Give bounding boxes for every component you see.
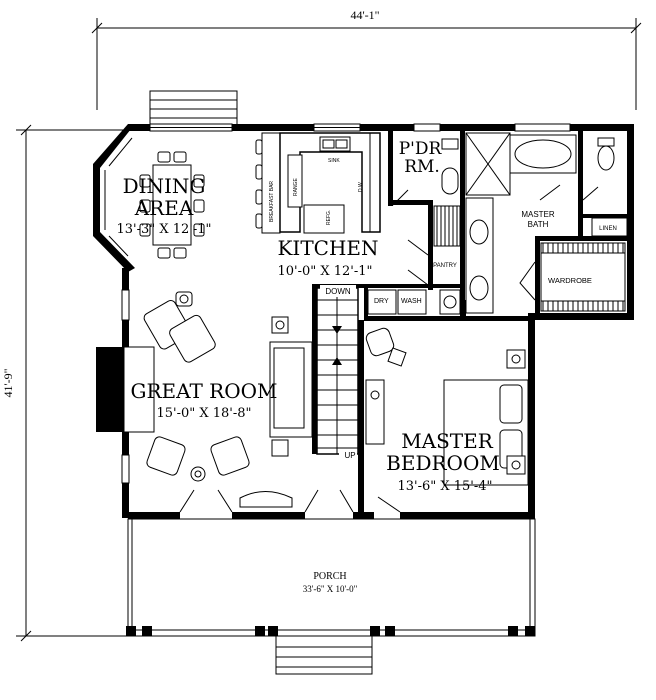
front-doors [179, 489, 401, 519]
powder-room-label-line1: P'DR [399, 139, 443, 159]
wardrobe-label: WARDROBE [548, 276, 592, 285]
interior-walls [312, 131, 627, 512]
great-room-furniture [96, 291, 313, 508]
master-bath-label-line1: MASTER [521, 210, 555, 219]
master-bedroom-furniture [365, 327, 529, 486]
refg-label: REFG. [326, 210, 332, 225]
staircase: DOWN UP [316, 285, 359, 460]
master-bedroom-size: 13'-6" X 15'-4" [397, 479, 492, 494]
dryer-label: DRY [374, 298, 389, 305]
linen-label: LINEN [599, 226, 617, 232]
room-labels: DINING AREA 13'-3" X 12'-1" KITCHEN 10'-… [116, 139, 616, 594]
breakfast-bar-label: BREAKFAST BAR [269, 181, 275, 222]
overall-depth-dimension: 41'-9" [1, 124, 130, 642]
rear-steps [149, 90, 238, 129]
master-bedroom-label-line2: BEDROOM [386, 451, 500, 475]
porch-label: PORCH [313, 571, 346, 582]
powder-room-fixtures [392, 138, 459, 206]
kitchen-fixtures: BREAKFAST BAR RANGE REFG. SINK D.W. [255, 132, 381, 234]
dining-size: 13'-3" X 12'-1" [116, 222, 211, 237]
great-room-size: 15'-0" X 18'-8" [156, 406, 251, 421]
range-label: RANGE [293, 178, 299, 196]
master-bath-label-line2: BATH [528, 220, 549, 229]
overall-width-label: 44'-1" [350, 8, 379, 22]
great-room-label: GREAT ROOM [130, 379, 277, 403]
sink-label: SINK [328, 158, 340, 164]
kitchen-size: 10'-0" X 12'-1" [277, 264, 372, 279]
top-windows [149, 123, 571, 132]
stair-down-label: DOWN [325, 287, 351, 296]
overall-width-dimension: 44'-1" [91, 8, 642, 110]
porch-size: 33'-6" X 10'-0" [303, 584, 358, 594]
master-bedroom-label-line1: MASTER [401, 429, 494, 453]
wardrobe-shelving [519, 242, 626, 312]
dining-table [139, 151, 205, 259]
stair-up-label: UP [344, 451, 355, 460]
master-bath-fixtures [465, 132, 628, 314]
dining-label-line1: DINING [123, 174, 206, 198]
pantry-shelving [407, 205, 461, 286]
kitchen-label: KITCHEN [277, 236, 378, 260]
pantry-label: PANTRY [433, 263, 457, 269]
porch [126, 518, 536, 675]
overall-depth-label: 41'-9" [1, 368, 15, 397]
washer-label: WASH [401, 298, 422, 305]
laundry-fixtures: DRY WASH [367, 289, 461, 315]
powder-room-label-line2: RM. [404, 157, 440, 177]
dining-label-line2: AREA [134, 196, 194, 220]
dw-label: D.W. [358, 181, 364, 192]
